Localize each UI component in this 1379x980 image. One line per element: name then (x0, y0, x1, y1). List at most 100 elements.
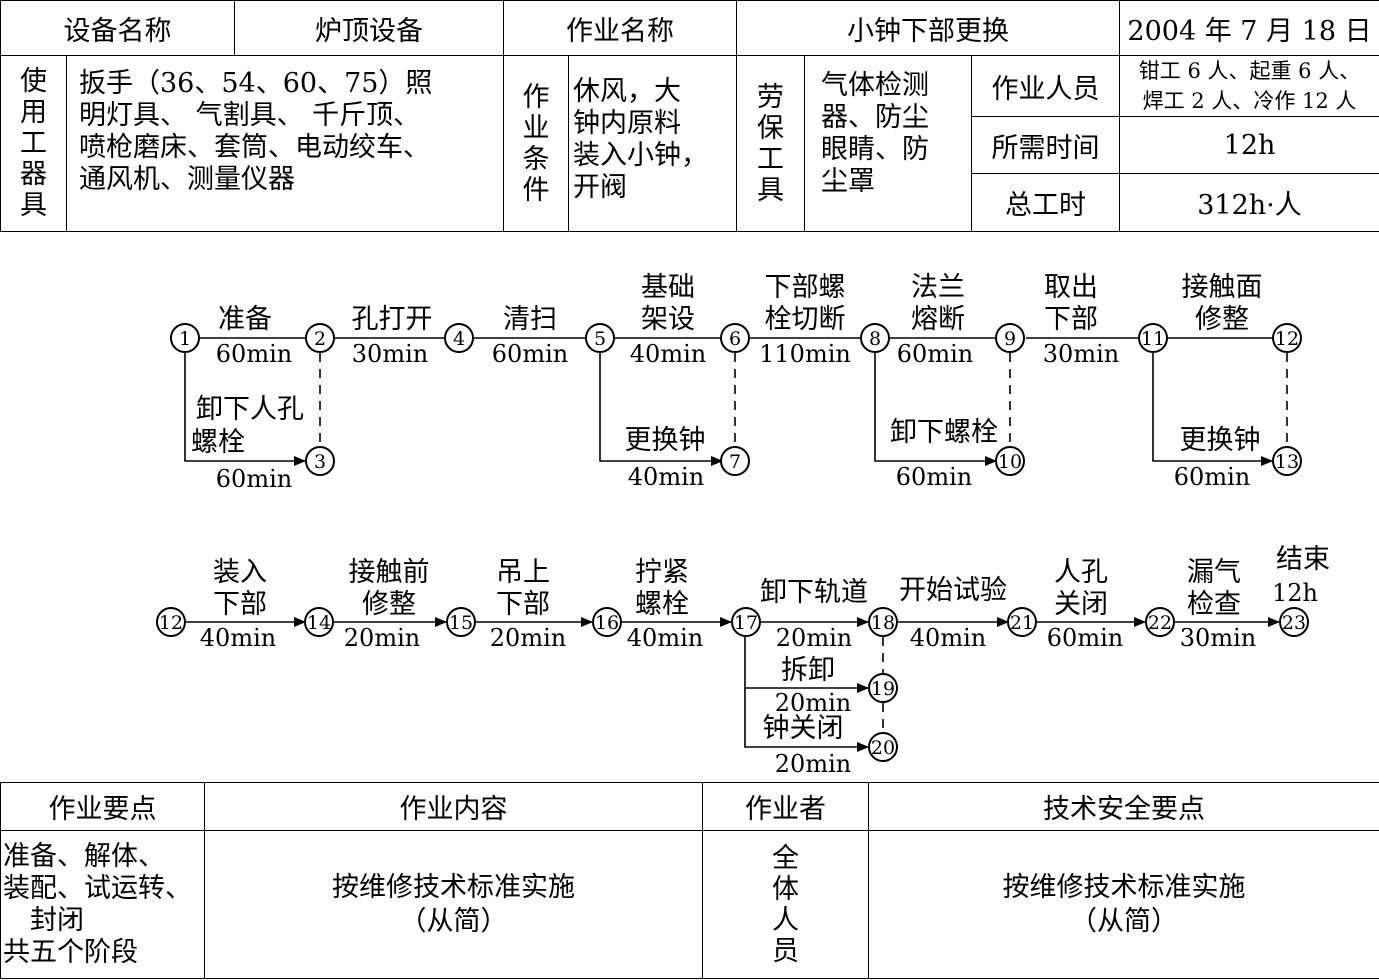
activity-duration: 20min (776, 624, 852, 652)
worker-char: 全 (772, 842, 799, 874)
labor-label: 劳 保 工 具 (736, 55, 805, 232)
network-edges (184, 337, 1280, 752)
activity-duration: 60min (1174, 463, 1250, 491)
content-cell: 按维修技术标准实施 （从简） (204, 830, 703, 979)
labor-label-char: 保 (757, 112, 784, 144)
node-label: 6 (729, 328, 741, 350)
activity-label: 架设 (641, 304, 695, 335)
worker-cell: 全 体 人 员 (702, 830, 869, 979)
labor-line: 眼睛、防 (821, 134, 929, 165)
node-label: 8 (869, 328, 881, 350)
activity-duration: 40min (627, 624, 703, 652)
node-label: 13 (1275, 451, 1299, 473)
end-label: 结束 (1276, 544, 1330, 575)
tools-list: 扳手（36、54、60、75）照 明灯具、 气割具、 千斤顶、 喷枪磨床、套筒、… (66, 55, 504, 232)
condition-label-char: 作 (522, 81, 550, 113)
activity-label: 更换钟 (625, 425, 706, 456)
tools-label-char: 用 (20, 97, 47, 128)
activity-label: 关闭 (1054, 589, 1108, 620)
activity-duration: 60min (492, 340, 568, 368)
worker-header: 作业者 (702, 782, 869, 831)
content-line: （从简） (399, 905, 508, 937)
activity-label: 更换钟 (1180, 425, 1261, 456)
activity-duration: 20min (344, 624, 420, 652)
personnel-line: 焊工 2 人、冷作 12 人 (1142, 89, 1357, 113)
activity-duration: 40min (628, 463, 704, 491)
safety-header: 技术安全要点 (868, 782, 1379, 831)
safety-line: （从简） (1070, 905, 1178, 937)
activity-duration: 20min (775, 689, 851, 717)
node-label: 19 (871, 678, 895, 700)
date-value: 2004 年 7 月 18 日 (1119, 0, 1379, 56)
node-label: 16 (595, 612, 619, 634)
tools-label-char: 器 (20, 159, 47, 190)
activity-label: 修整 (362, 589, 416, 620)
tools-label-char: 使 (20, 66, 47, 97)
condition-label-char: 业 (522, 112, 550, 144)
safety-cell: 按维修技术标准实施 （从简） (868, 830, 1379, 979)
activity-label: 熔断 (911, 304, 965, 335)
time-value: 12h (1119, 116, 1379, 174)
points-line: 装配、试运转、 (3, 872, 192, 904)
condition-line: 装入小钟， (573, 140, 708, 171)
activity-label: 开始试验 (899, 575, 1007, 606)
activity-label: 修整 (1195, 304, 1249, 335)
personnel-value: 钳工 6 人、起重 6 人、 焊工 2 人、冷作 12 人 (1119, 55, 1379, 117)
activity-duration: 40min (910, 624, 986, 652)
task-value: 小钟下部更换 (735, 0, 1121, 56)
network-diagram: 1 2 3 4 5 6 7 8 9 10 11 12 13 12 14 15 1… (156, 272, 1330, 778)
node-label: 20 (871, 737, 895, 759)
condition-line: 休风，大 (573, 76, 681, 107)
points-cell: 准备、解体、 装配、试运转、 封闭 共五个阶段 (0, 830, 205, 979)
activity-label: 卸下人孔 (196, 394, 304, 425)
node-label: 11 (1141, 328, 1165, 350)
activity-label: 钟关闭 (763, 713, 844, 744)
activity-label: 栓切断 (765, 304, 846, 335)
node-label: 4 (453, 328, 465, 350)
task-label: 作业名称 (503, 0, 737, 56)
node-label: 5 (594, 328, 606, 350)
activity-label: 装入 (213, 557, 267, 588)
node-label: 22 (1148, 612, 1172, 634)
activity-label: 拆卸 (781, 655, 835, 686)
condition-text: 休风，大 钟内原料 装入小钟， 开阀 (568, 55, 737, 232)
activity-label: 下部 (496, 589, 550, 620)
activity-label: 螺栓 (635, 589, 689, 620)
condition-line: 开阀 (573, 172, 627, 203)
activity-label: 检查 (1187, 589, 1241, 620)
activity-label: 接触前 (349, 557, 430, 588)
labor-label-char: 劳 (757, 81, 784, 113)
network-dummy-edges (319, 353, 1288, 732)
node-label: 2 (314, 328, 326, 350)
labor-text: 气体检测 器、防尘 眼睛、防 尘罩 (804, 55, 972, 232)
activity-duration: 60min (216, 465, 292, 493)
tools-line: 扳手（36、54、60、75）照 (79, 68, 433, 99)
tools-line: 明灯具、 气割具、 千斤顶、 (79, 100, 421, 131)
tools-line: 喷枪磨床、套筒、电动绞车、 (79, 132, 430, 163)
activity-label: 接触面 (1182, 272, 1263, 303)
condition-label-char: 件 (522, 174, 550, 206)
activity-label: 清扫 (503, 304, 557, 335)
activity-label: 吊上 (496, 557, 550, 588)
activity-duration: 60min (1047, 624, 1123, 652)
node-label: 12 (1275, 328, 1299, 350)
work-points-table: 作业要点 作业内容 作业者 技术安全要点 准备、解体、 装配、试运转、 封闭 共… (0, 782, 1379, 979)
activity-label: 孔打开 (352, 304, 433, 335)
condition-line: 钟内原料 (573, 108, 681, 139)
node-label: 14 (307, 612, 331, 634)
equipment-label: 设备名称 (0, 0, 235, 56)
labor-line: 器、防尘 (821, 102, 929, 133)
activity-label: 基础 (641, 272, 695, 303)
total-value: 312h·人 (1119, 173, 1379, 232)
activity-duration: 30min (1043, 340, 1119, 368)
activity-label: 漏气 (1187, 557, 1241, 588)
activity-label: 螺栓 (191, 427, 245, 458)
node-label: 21 (1010, 612, 1034, 634)
tools-label-char: 工 (20, 128, 47, 159)
activity-duration: 30min (352, 340, 428, 368)
labor-line: 气体检测 (821, 70, 929, 101)
header-table: 设备名称 炉顶设备 作业名称 小钟下部更换 2004 年 7 月 18 日 使 … (0, 0, 1379, 232)
network-nodes (156, 323, 1309, 762)
end-time: 12h (1272, 579, 1318, 607)
node-label: 9 (1004, 328, 1016, 350)
